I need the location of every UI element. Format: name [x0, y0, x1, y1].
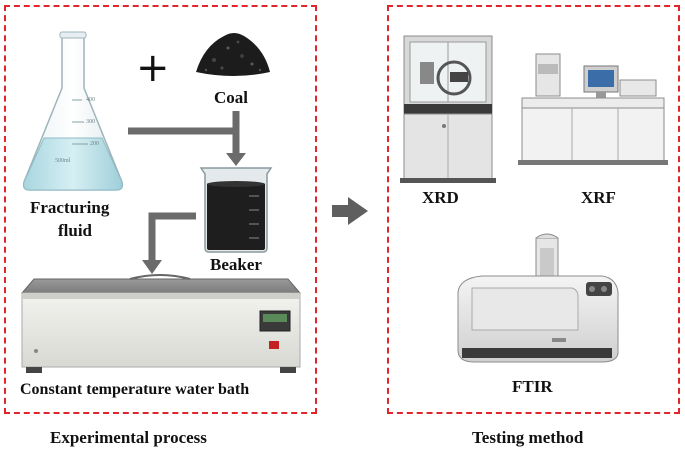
xrd-instrument-icon	[400, 35, 496, 183]
xrd-label: XRD	[422, 188, 459, 207]
flask-mark-500ml: 500ml	[55, 158, 71, 164]
coal-pile-icon	[196, 33, 270, 76]
ftir-instrument-icon	[457, 233, 619, 363]
experimental-process-panel	[4, 5, 317, 414]
testing-method-caption: Testing method	[472, 428, 584, 447]
plus-sign: +	[136, 45, 170, 91]
testing-method-panel	[387, 5, 680, 414]
flask-mark-300: 300	[86, 119, 95, 125]
xrf-label: XRF	[581, 188, 616, 207]
flask-icon	[22, 31, 124, 191]
water-bath-label: Constant temperature water bath	[20, 381, 250, 398]
flask-mark-200: 200	[90, 141, 99, 147]
xrf-instrument-icon	[518, 53, 668, 165]
flask-mark-400: 400	[86, 97, 95, 103]
coal-label: Coal	[214, 88, 248, 107]
ftir-label: FTIR	[512, 377, 553, 396]
experimental-process-caption: Experimental process	[50, 428, 207, 447]
beaker-icon	[199, 167, 273, 253]
beaker-label: Beaker	[210, 255, 262, 274]
water-bath-icon	[20, 274, 302, 373]
fracturing-fluid-label-line1: Fracturing	[30, 198, 110, 217]
fracturing-fluid-label-line2: fluid	[58, 221, 93, 240]
flow-arrow-icon	[332, 197, 368, 225]
